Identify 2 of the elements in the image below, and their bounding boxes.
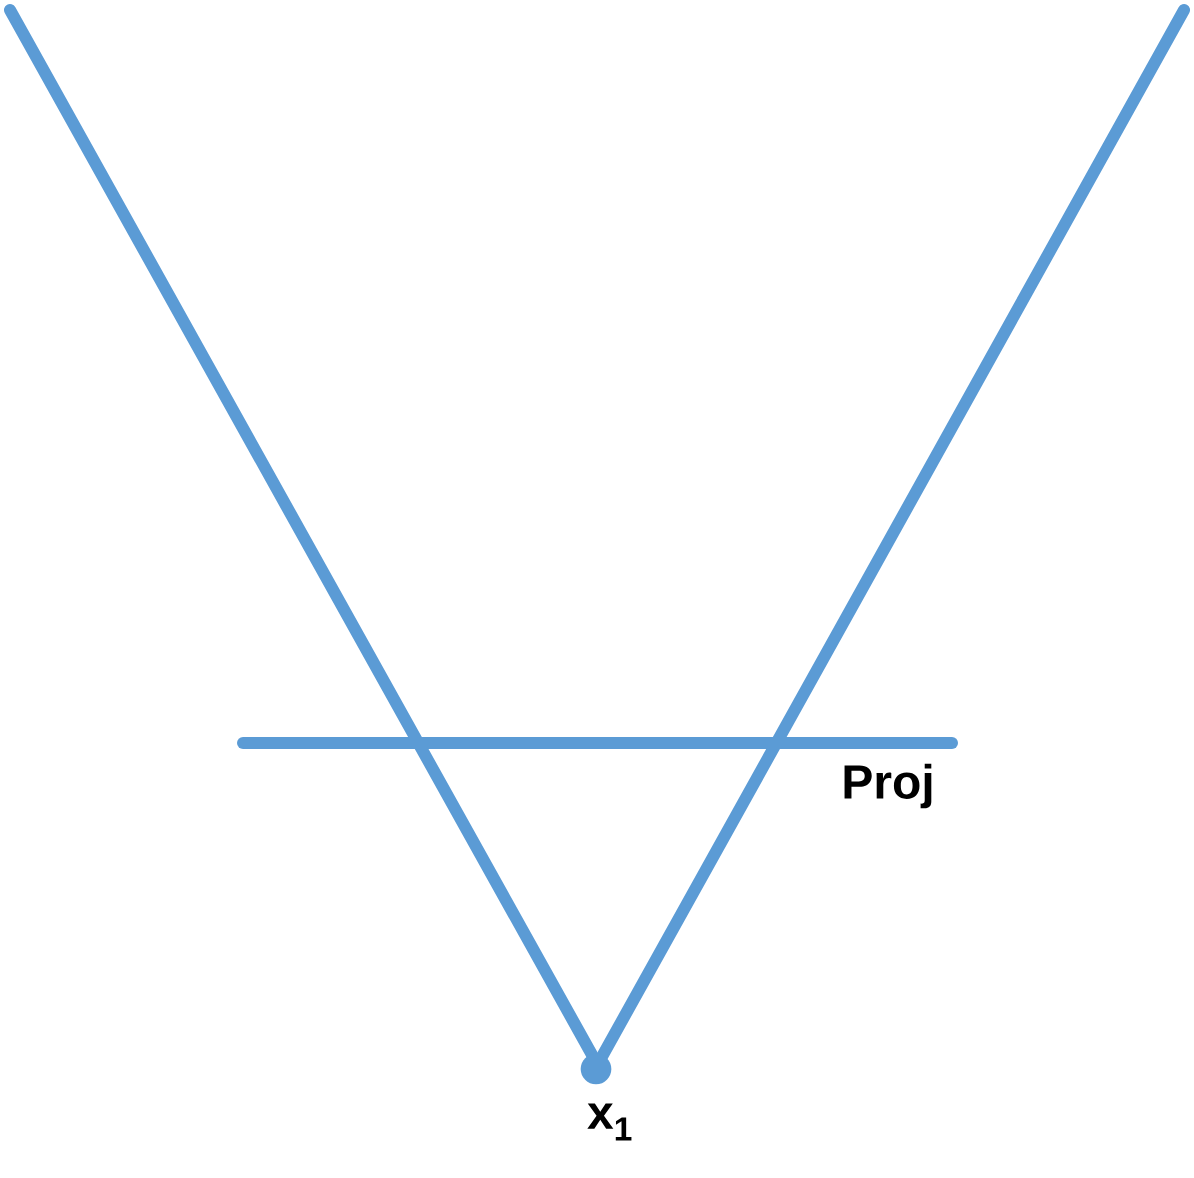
point-label: x$_{1}$	[587, 1103, 632, 1141]
line-label: Proj	[844, 763, 932, 809]
